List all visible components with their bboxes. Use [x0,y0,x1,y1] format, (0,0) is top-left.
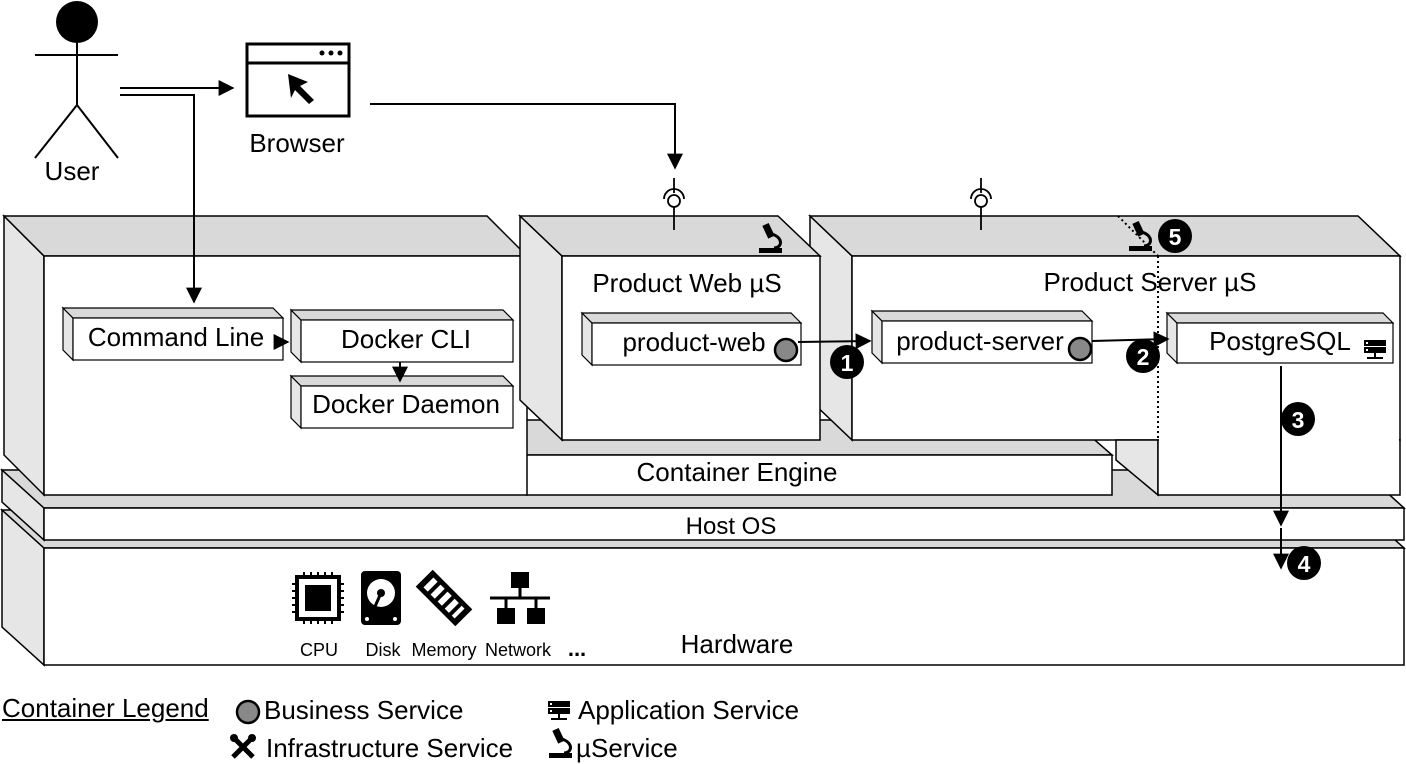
hardware-label: Hardware [681,629,794,659]
marker-5: 5 [1158,219,1192,253]
legend-application-service: Application Service [578,695,800,725]
microscope-icon [549,727,572,758]
user-label: User [45,156,100,186]
command-line-box: Command Line [61,306,285,362]
legend-microservice: µService [576,733,678,763]
legend-infrastructure-service: Infrastructure Service [266,733,514,763]
container-engine-label: Container Engine [637,457,838,487]
product-server-label: product-server [896,326,1064,356]
browser-window-icon [245,42,351,118]
network-icon [490,572,550,624]
legend-title: Container Legend [2,693,209,723]
svg-text:4: 4 [1298,551,1311,577]
postgresql-label: PostgreSQL [1209,326,1351,356]
docker-daemon-label: Docker Daemon [312,389,500,419]
disk-label: Disk [366,640,402,660]
more-hardware-label: ... [568,636,586,661]
cpu-label: CPU [300,640,338,660]
product-web-title: Product Web µS [592,268,781,298]
wrench-icon [230,734,256,759]
memory-label: Memory [411,640,476,660]
marker-2: 2 [1126,339,1160,373]
product-server-title: Product Server µS [1044,267,1257,297]
cpu-icon [292,572,344,624]
disk-icon [361,571,401,625]
server-icon [548,701,570,720]
microscope-icon [759,222,782,253]
network-label: Network [485,640,552,660]
command-line-label: Command Line [88,322,264,352]
business-service-dot [773,337,799,363]
host-os-label: Host OS [686,513,777,540]
marker-3: 3 [1281,402,1315,436]
marker-4: 4 [1287,546,1321,580]
svg-text:5: 5 [1169,224,1182,250]
marker-1: 1 [830,345,864,379]
flow-arrows [120,80,1289,570]
product-web-box: product-web [580,311,803,367]
svg-text:1: 1 [841,350,854,376]
host-box [2,214,529,497]
interface-lollipop-icon [663,178,685,230]
legend-business-service: Business Service [264,695,464,725]
interface-lollipop-icon [970,178,992,230]
svg-text:3: 3 [1292,407,1305,433]
product-server-box: product-server [870,309,1094,365]
docker-daemon-box: Docker Daemon [289,374,515,430]
postgresql-box: PostgreSQL [1165,311,1395,365]
microscope-icon [1129,220,1152,251]
user-stick-figure [34,1,119,159]
product-web-label: product-web [622,327,765,357]
docker-cli-label: Docker CLI [341,324,471,354]
server-icon [1364,340,1386,359]
svg-text:2: 2 [1137,344,1150,370]
business-service-legend-icon [235,699,261,725]
business-service-dot [1067,336,1093,362]
memory-icon [415,569,473,627]
docker-cli-box: Docker CLI [289,308,515,364]
browser-label: Browser [249,128,345,158]
